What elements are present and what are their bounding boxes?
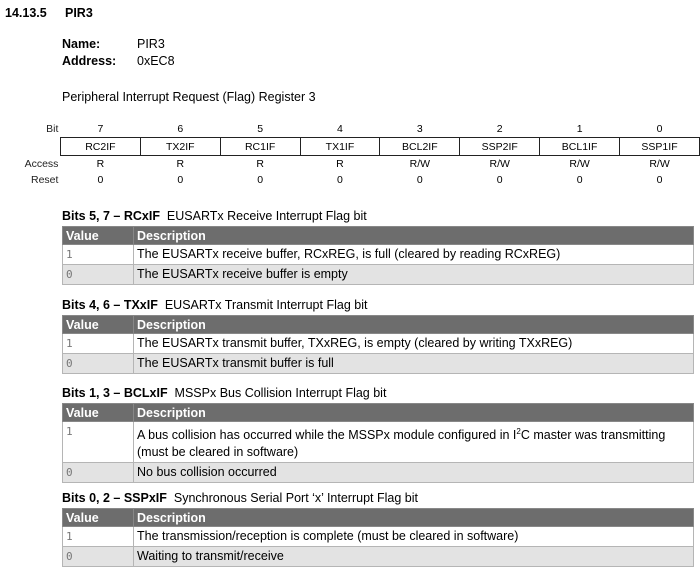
bit-number: 1	[576, 123, 583, 135]
value-header: Value	[62, 315, 134, 334]
description-header: Description	[133, 403, 694, 422]
row-value: 0	[62, 462, 134, 484]
bit-name: BCL2IF	[379, 137, 461, 156]
bit-access: R	[176, 158, 185, 170]
row-value: 1	[62, 333, 134, 354]
bitfield-title-bclxif: Bits 1, 3 – BCLxIF MSSPx Bus Collision I…	[62, 386, 386, 400]
bit-row-label: Bit	[46, 123, 59, 136]
name-label: Name:	[62, 37, 101, 51]
bit-number: 3	[416, 123, 423, 135]
bit-reset: 0	[97, 174, 104, 186]
row-description: No bus collision occurred	[133, 462, 694, 484]
section-title: PIR3	[65, 6, 93, 20]
bit-number: 2	[496, 123, 503, 135]
row-value: 1	[62, 244, 134, 265]
bitfield-description: EUSARTx Transmit Interrupt Flag bit	[164, 298, 368, 312]
bit-reset: 0	[257, 174, 264, 186]
bit-name: TX1IF	[299, 137, 381, 156]
bit-reset: 0	[337, 174, 343, 186]
bit-access: R/W	[649, 158, 670, 170]
row-description: The EUSARTx transmit buffer is full	[133, 353, 694, 374]
bit-name: RC1IF	[219, 137, 301, 156]
bitfield-bits: Bits 1, 3 – BCLxIF	[62, 386, 168, 400]
bit-reset: 0	[576, 174, 583, 186]
bit-access: R/W	[409, 158, 431, 170]
row-value: 0	[62, 264, 134, 285]
row-description: The EUSARTx transmit buffer, TXxREG, is …	[133, 333, 694, 354]
address-label: Address:	[62, 54, 117, 68]
row-description: Waiting to transmit/receive	[133, 546, 694, 567]
row-value: 1	[62, 526, 134, 547]
bit-name: RC2IF	[59, 137, 141, 156]
description-header: Description	[133, 226, 694, 245]
value-header: Value	[62, 508, 134, 527]
row-description: The EUSARTx receive buffer, RCxREG, is f…	[133, 244, 694, 265]
bitfield-description: EUSARTx Receive Interrupt Flag bit	[166, 209, 367, 223]
bit-name: BCL1IF	[539, 137, 621, 156]
bit-reset: 0	[496, 174, 503, 186]
description-header: Description	[133, 315, 694, 334]
bitfield-bits: Bits 0, 2 – SSPxIF	[62, 491, 167, 505]
bitfield-bits: Bits 5, 7 – RCxIF	[62, 209, 160, 223]
bit-name: TX2IF	[139, 137, 221, 156]
row-value: 0	[62, 546, 134, 567]
row-description: The EUSARTx receive buffer is empty	[133, 264, 694, 285]
bit-access: R	[96, 158, 105, 170]
register-bit-table: Bit 7 6 5 4 3 2 1 0 RC2IF TX2IF RC1IF TX…	[0, 121, 700, 188]
bitfield-title-sspxif: Bits 0, 2 – SSPxIF Synchronous Serial Po…	[62, 491, 418, 505]
row-value: 0	[62, 353, 134, 374]
bit-access: R/W	[569, 158, 590, 170]
bit-number: 7	[97, 123, 104, 135]
bit-access: R/W	[489, 158, 510, 170]
row-description: A bus collision has occurred while the M…	[133, 420, 694, 464]
bitfield-description: MSSPx Bus Collision Interrupt Flag bit	[174, 386, 387, 400]
bitfield-title-txxif: Bits 4, 6 – TXxIF EUSARTx Transmit Inter…	[62, 298, 367, 312]
description-header: Description	[133, 508, 694, 527]
bit-number: 5	[257, 123, 264, 135]
reset-row-label: Reset	[31, 174, 59, 186]
section-heading: 14.13.5 PIR3	[5, 6, 93, 20]
bit-access: R	[336, 158, 344, 170]
value-header: Value	[62, 403, 134, 422]
bit-number: 4	[337, 123, 343, 135]
bit-number: 0	[656, 123, 663, 135]
bitfield-title-rcxif: Bits 5, 7 – RCxIF EUSARTx Receive Interr…	[62, 209, 367, 223]
bit-number: 6	[177, 123, 184, 135]
bit-reset: 0	[177, 174, 184, 186]
address-value: 0xEC8	[137, 54, 175, 68]
section-number: 14.13.5	[5, 6, 47, 20]
bitfield-description: Synchronous Serial Port ‘x’ Interrupt Fl…	[173, 491, 418, 505]
name-value: PIR3	[137, 37, 165, 51]
value-header: Value	[62, 226, 134, 245]
bit-name: SSP2IF	[459, 137, 541, 156]
bit-name: SSP1IF	[619, 137, 700, 156]
bitfield-bits: Bits 4, 6 – TXxIF	[62, 298, 158, 312]
superscript: 2	[516, 427, 521, 436]
row-description: The transmission/reception is complete (…	[133, 526, 694, 547]
bit-reset: 0	[416, 174, 423, 186]
bit-access: R	[256, 158, 264, 170]
access-row-label: Access	[24, 157, 59, 170]
row-value: 1	[62, 420, 134, 464]
bit-reset: 0	[656, 174, 663, 186]
register-description: Peripheral Interrupt Request (Flag) Regi…	[62, 90, 316, 104]
